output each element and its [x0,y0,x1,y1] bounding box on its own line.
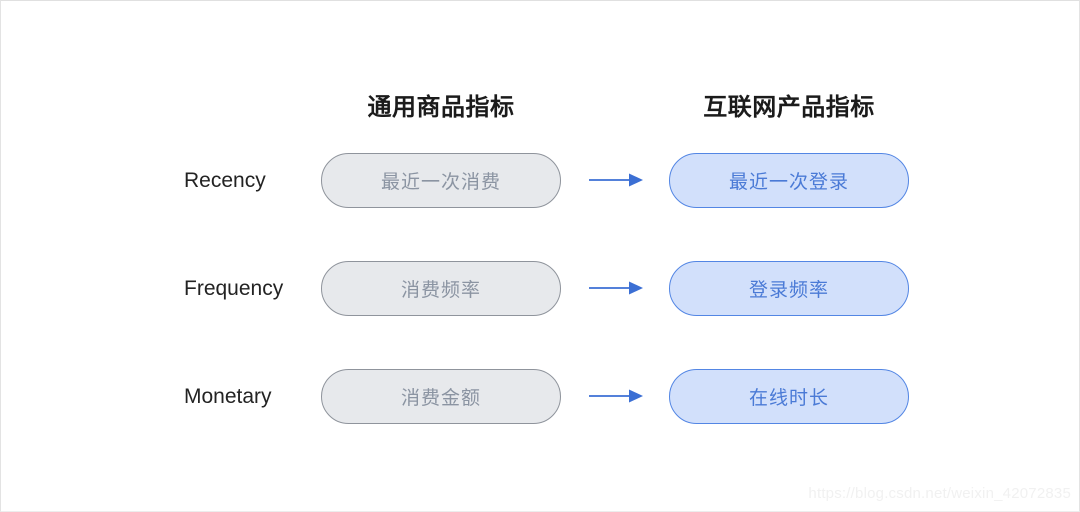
generic-metric-pill-frequency[interactable]: 消费频率 [321,261,561,316]
generic-metric-label-monetary: 消费金额 [400,388,481,409]
generic-metric-pill-monetary[interactable]: 消费金额 [321,369,561,424]
internet-metric-pill-recency[interactable]: 最近一次登录 [669,153,909,208]
generic-metric-label-recency: 最近一次消费 [380,172,501,193]
generic-metric-pill-recency[interactable]: 最近一次消费 [321,153,561,208]
internet-metric-label-monetary: 在线时长 [748,388,829,409]
row-label-frequency: Frequency [184,277,284,300]
internet-metric-pill-monetary[interactable]: 在线时长 [669,369,909,424]
metric-row-monetary: Monetary 消费金额 在线时长 [1,369,1079,425]
column-header-internet: 互联网产品指标 [703,94,875,121]
arrow-right-icon [589,169,643,191]
internet-metric-label-recency: 最近一次登录 [728,172,849,193]
row-label-monetary: Monetary [184,385,272,408]
arrow-right-icon [589,277,643,299]
arrow-right-icon [589,385,643,407]
internet-metric-pill-frequency[interactable]: 登录频率 [669,261,909,316]
column-header-generic: 通用商品指标 [367,94,515,121]
metric-row-recency: Recency 最近一次消费 最近一次登录 [1,153,1079,209]
metric-row-frequency: Frequency 消费频率 登录频率 [1,261,1079,317]
internet-metric-label-frequency: 登录频率 [748,280,829,301]
generic-metric-label-frequency: 消费频率 [400,280,481,301]
row-label-recency: Recency [184,169,266,192]
watermark: https://blog.csdn.net/weixin_42072835 [808,485,1071,502]
